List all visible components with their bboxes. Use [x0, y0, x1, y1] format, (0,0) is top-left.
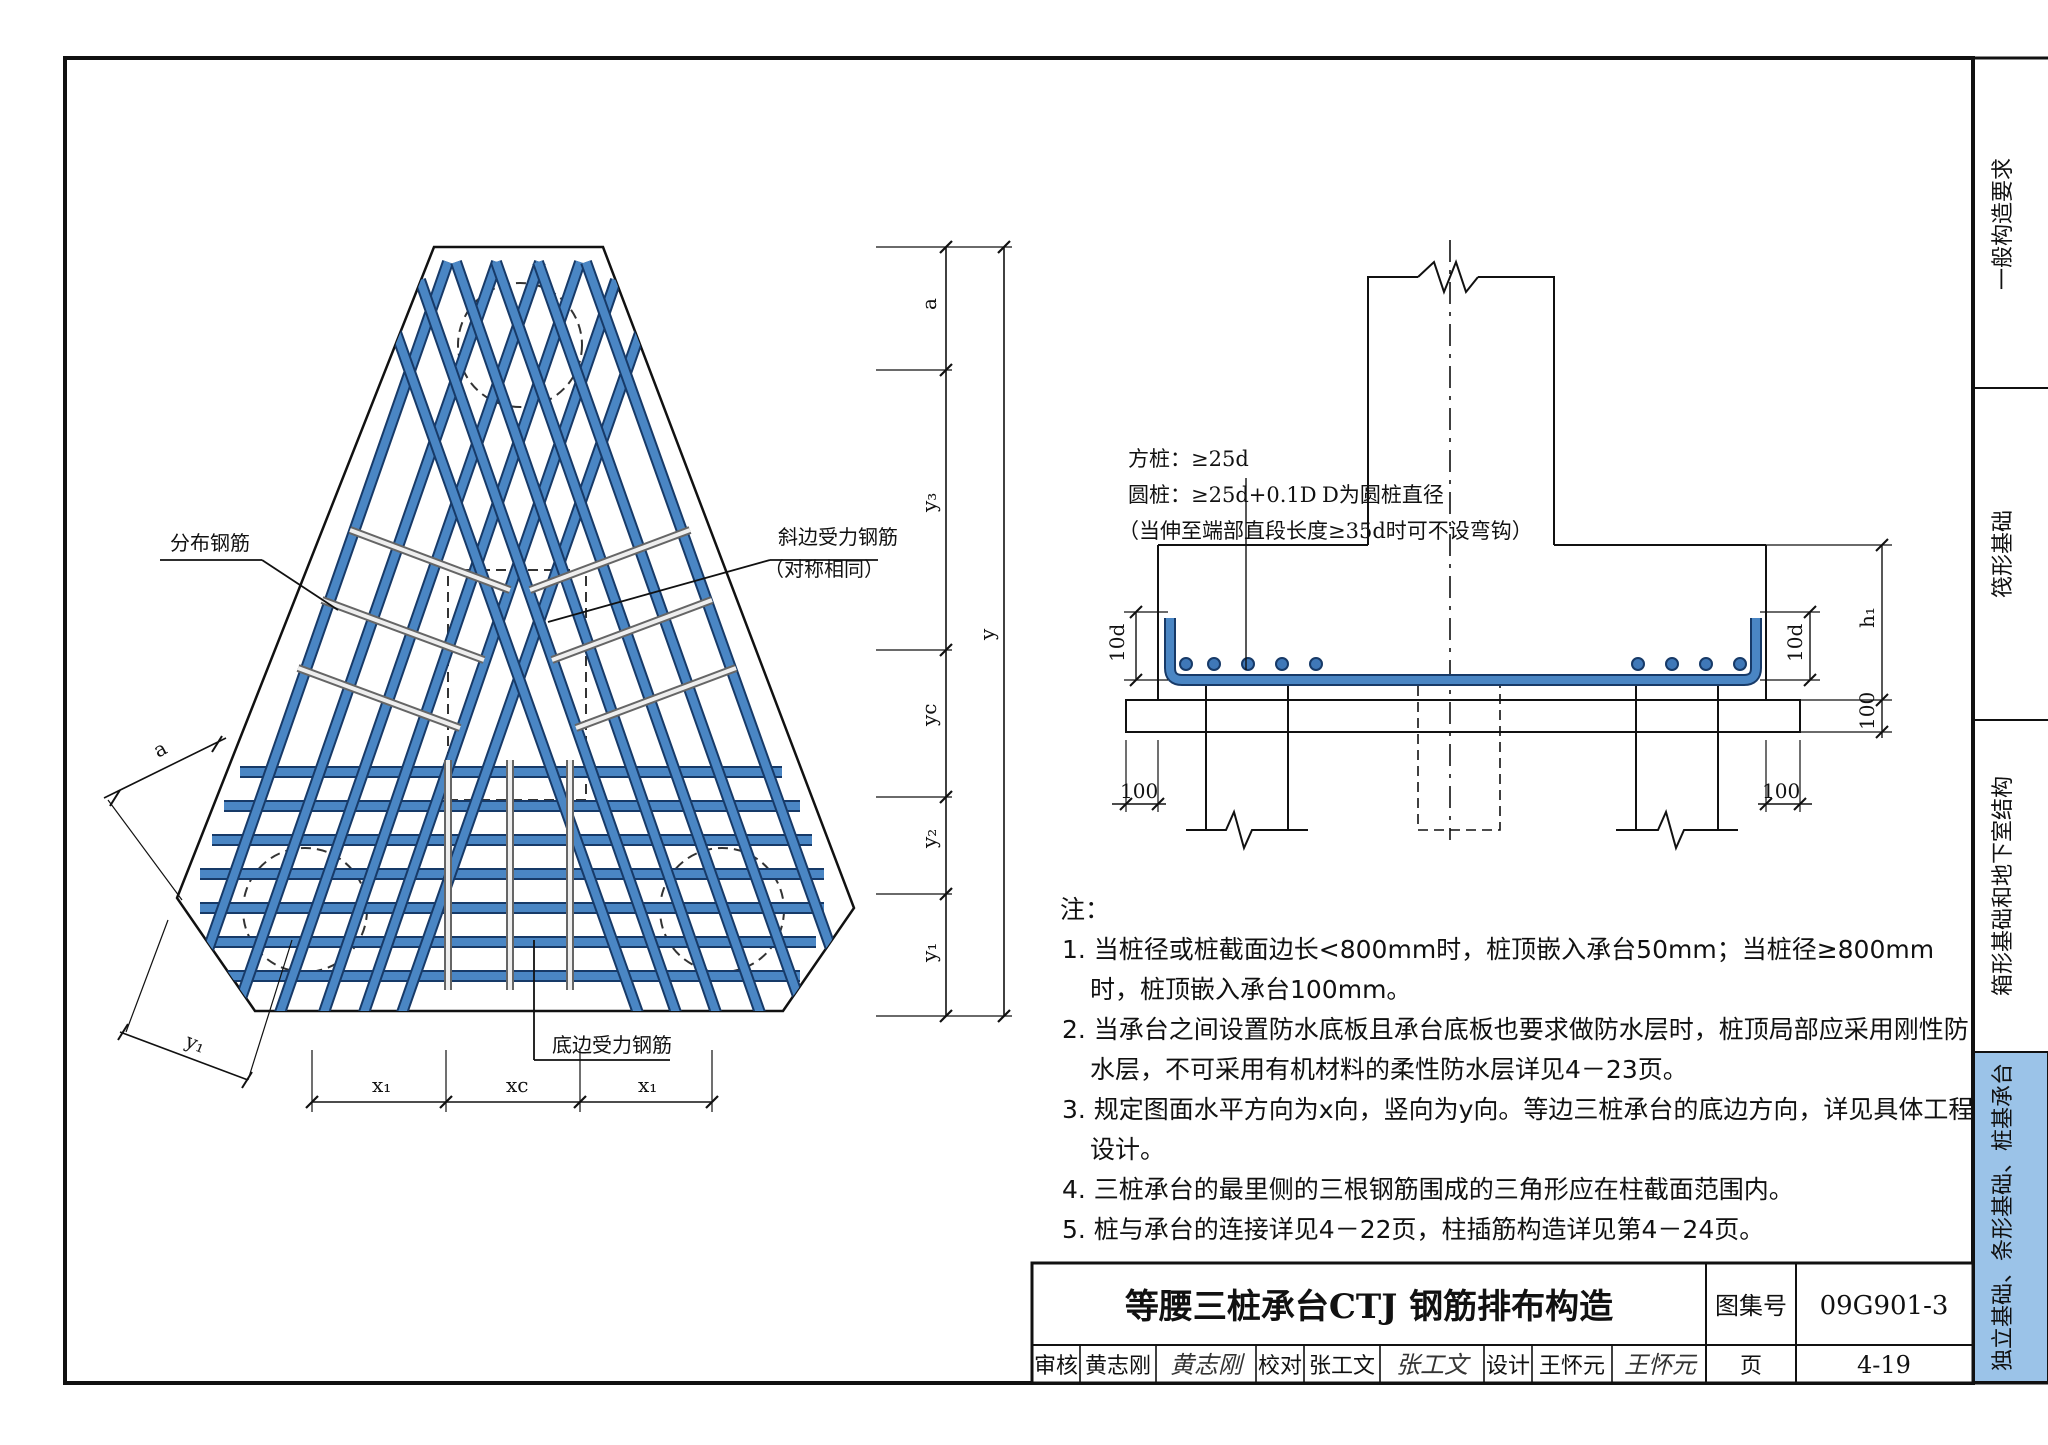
dim-x1-right: x₁: [638, 1073, 657, 1097]
label-bottom-bar: 底边受力钢筋: [552, 1033, 672, 1057]
label-oblique-bar-note: （对称相同）: [764, 557, 884, 581]
dim-h1: h₁: [1855, 607, 1879, 628]
dim-100-right: 100: [1855, 692, 1879, 730]
pile-top: [457, 282, 583, 408]
dim-a-top: a: [917, 298, 941, 310]
drawing-title: 等腰三桩承台CTJ 钢筋排布构造: [1125, 1287, 1613, 1327]
label-oblique-bar: 斜边受力钢筋: [778, 525, 898, 549]
side-tab-1[interactable]: 筏形基础: [1991, 510, 2016, 598]
section-line2-note: D为圆桩直径: [1322, 483, 1444, 507]
note-3b: 设计。: [1090, 1135, 1165, 1164]
right-oblique-bars: [382, 259, 854, 1011]
designer-signature: 王怀元: [1624, 1351, 1698, 1379]
dim-y3: y₃: [917, 493, 941, 513]
side-tab-0[interactable]: 一般构造要求: [1991, 158, 2016, 290]
atlas-number: 09G901-3: [1820, 1291, 1949, 1321]
atlas-label: 图集号: [1715, 1292, 1787, 1320]
dim-100-bottom-left: 100: [1120, 779, 1158, 803]
dim-y2: y₂: [917, 829, 941, 849]
dim-10d-right: 10d: [1783, 624, 1807, 662]
notes-heading: 注：: [1060, 895, 1110, 924]
page-number: 4-19: [1857, 1351, 1911, 1379]
distribution-bars: [296, 526, 738, 990]
check-label: 校对: [1258, 1354, 1302, 1379]
review-label: 审核: [1034, 1354, 1078, 1379]
note-1a: 1. 当桩径或桩截面边长<800mm时，桩顶嵌入承台50mm；当桩径≥800mm: [1062, 935, 1934, 964]
dim-a-side: a: [149, 736, 171, 763]
dim-x1-left: x₁: [372, 1073, 391, 1097]
note-3a: 3. 规定图面水平方向为x向，竖向为y向。等边三桩承台的底边方向，详见具体工程: [1062, 1095, 1973, 1124]
pile-cap-plan: 分布钢筋 斜边受力钢筋 （对称相同） 底边受力钢筋 a y₁ x₁: [103, 240, 1012, 1112]
note-2a: 2. 当承台之间设置防水底板且承台底板也要求做防水层时，桩顶局部应采用刚性防: [1062, 1015, 1969, 1044]
dim-xc: xc: [506, 1073, 528, 1097]
note-2b: 水层，不可采用有机材料的柔性防水层详见4－23页。: [1090, 1055, 1688, 1084]
reviewer-signature: 黄志刚: [1170, 1351, 1246, 1379]
dim-y: y: [975, 628, 999, 641]
dim-100-bottom-right: 100: [1762, 779, 1800, 803]
section-bar-dots: [1179, 657, 1747, 671]
page-label: 页: [1740, 1354, 1762, 1379]
designer-name: 王怀元: [1539, 1354, 1605, 1379]
dim-10d-left: 10d: [1105, 624, 1129, 662]
note-5: 5. 桩与承台的连接详见4－22页，柱插筋构造详见第4－24页。: [1062, 1215, 1764, 1244]
dim-y1-vert: y₁: [917, 943, 941, 963]
section-line1: 方桩：≥25d: [1128, 447, 1249, 471]
cap-outline: [175, 245, 856, 1013]
note-4: 4. 三桩承台的最里侧的三根钢筋围成的三角形应在柱截面范围内。: [1062, 1175, 1794, 1204]
notes: 注： 1. 当桩径或桩截面边长<800mm时，桩顶嵌入承台50mm；当桩径≥80…: [1060, 895, 1973, 1244]
side-tabs: 一般构造要求 筏形基础 箱形基础和地下室结构 独立基础、条形基础、桩基承台: [1973, 56, 2048, 1385]
section-line3: （当伸至端部直段长度≥35d时可不设弯钩）: [1118, 519, 1533, 543]
title-block: 等腰三桩承台CTJ 钢筋排布构造 图集号 09G901-3 审核 黄志刚 黄志刚…: [1030, 1261, 1975, 1385]
side-tab-2[interactable]: 箱形基础和地下室结构: [1991, 776, 2016, 996]
dim-y1-side: y₁: [181, 1028, 209, 1058]
section-line2: 圆桩：≥25d+0.1D: [1128, 483, 1317, 507]
checker-name: 张工文: [1309, 1354, 1375, 1379]
note-1b: 时，桩顶嵌入承台100mm。: [1090, 975, 1411, 1004]
reviewer-name: 黄志刚: [1085, 1354, 1151, 1379]
dim-yc: yc: [917, 704, 941, 728]
active-tab-bg: [1973, 1051, 2048, 1383]
label-distribution-bar: 分布钢筋: [170, 531, 250, 555]
design-label: 设计: [1486, 1354, 1530, 1379]
section-view: 方桩：≥25d 圆桩：≥25d+0.1D D为圆桩直径 （当伸至端部直段长度≥3…: [1105, 240, 1892, 851]
side-tab-3[interactable]: 独立基础、条形基础、桩基承台: [1991, 1063, 2016, 1371]
checker-signature: 张工文: [1396, 1351, 1471, 1379]
